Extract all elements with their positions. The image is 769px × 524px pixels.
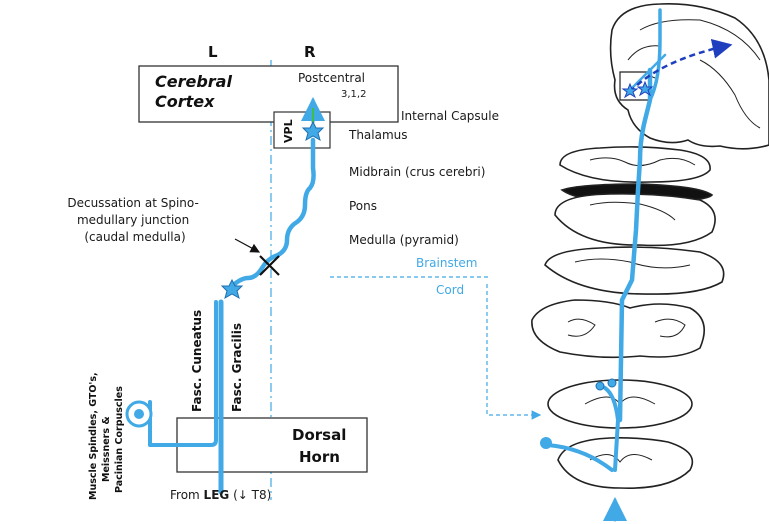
receptor-label-group: Muscle Spindles, GTO's, Meissners & Paci…: [88, 372, 125, 500]
svg-text:Pacinian Corpuscles: Pacinian Corpuscles: [114, 386, 125, 493]
receptor-core: [134, 409, 144, 419]
pons-label: Pons: [349, 199, 377, 213]
cerebral-cortex-box: [138, 65, 399, 123]
illustration-thalamus-star-icon: [621, 82, 639, 99]
decussation-cross-icon: [259, 255, 280, 276]
illustration-thalamus-star-icon-2: [636, 80, 654, 97]
brainstem-label: Brainstem: [416, 256, 478, 270]
decussation-pointer-arrow: [234, 238, 261, 253]
fasciculus-cuneatus-label: Fasc. Cuneatus: [190, 310, 204, 412]
fasciculus-gracilis-label: Fasc. Gracilis: [230, 323, 244, 412]
postcentral-areas-label: 3,1,2: [341, 89, 366, 100]
medial-lemniscus-fiber: [226, 137, 316, 292]
illustration-receptor-icon: [540, 437, 552, 449]
from-leg-label: From LEG (↓ T8): [170, 488, 271, 502]
dcml-pathway: [148, 97, 325, 495]
illustration-nucleus-icon-1: [595, 381, 605, 391]
cord-section-pointer: [486, 284, 542, 420]
midbrain-label: Midbrain (crus cerebri): [349, 165, 485, 179]
left-side-label: L: [208, 43, 218, 61]
svg-text:Meissners &: Meissners &: [101, 416, 112, 482]
primary-afferent-fiber: [148, 300, 218, 447]
cerebral-cortex-label: Cerebral Cortex: [155, 72, 238, 111]
dorsal-horn-label: Dorsal Horn: [292, 426, 352, 466]
vpl-label: VPL: [282, 119, 295, 143]
medulla-label: Medulla (pyramid): [349, 233, 459, 247]
postcentral-label: Postcentral: [298, 71, 365, 85]
cord-label: Cord: [436, 283, 464, 297]
internal-capsule-label: Internal Capsule: [401, 109, 499, 123]
nucleus-gracilis-icon: [220, 278, 244, 300]
illustration-nucleus-icon-2: [607, 378, 617, 388]
thalamus-label: Thalamus: [348, 128, 408, 142]
right-side-label: R: [304, 43, 316, 61]
decussation-label: Decussation at Spino- medullary junction…: [67, 196, 202, 244]
svg-text:Muscle Spindles, GTO's,: Muscle Spindles, GTO's,: [88, 372, 99, 500]
vpl-neuron-icon: [301, 120, 325, 142]
